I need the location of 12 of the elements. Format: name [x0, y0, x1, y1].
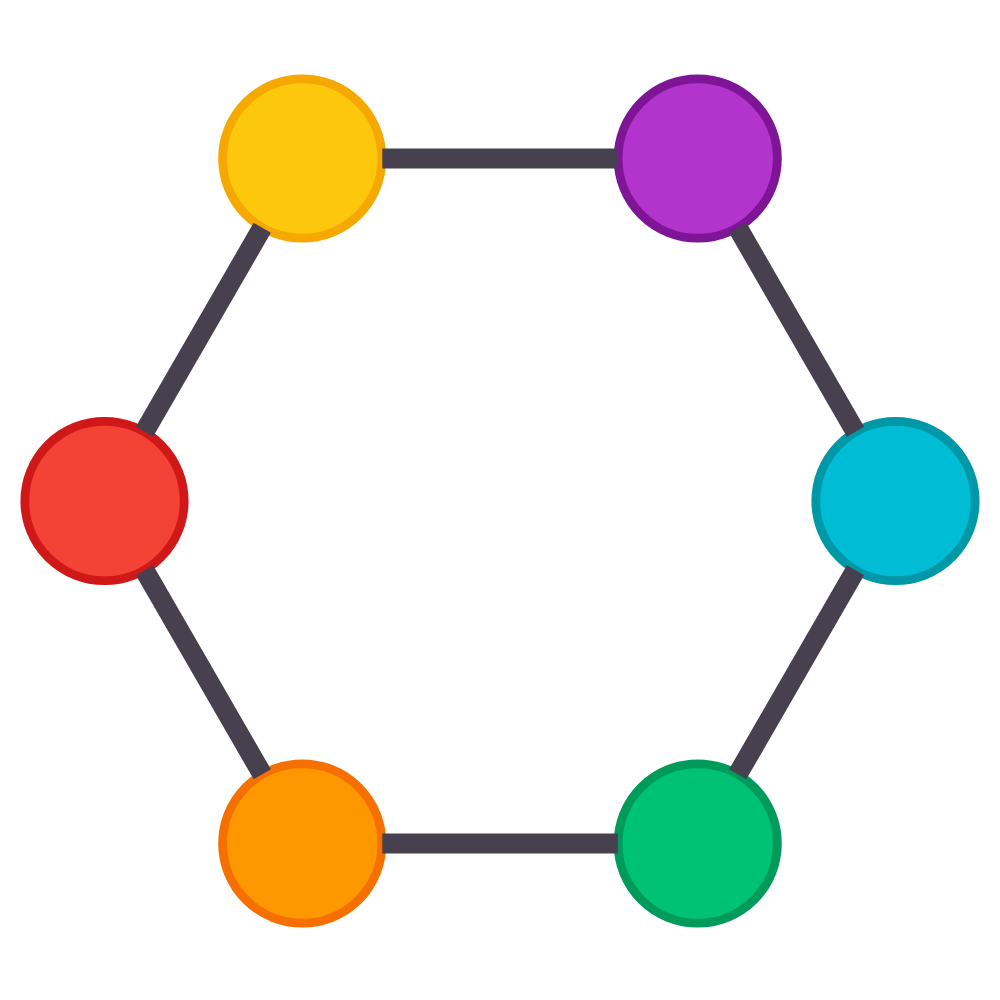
connector — [729, 221, 865, 436]
node-circle — [20, 415, 189, 585]
node-circle — [218, 758, 387, 927]
node-circle — [613, 758, 782, 927]
connector — [382, 832, 618, 853]
node-circle — [218, 73, 387, 242]
connector — [135, 564, 271, 779]
connector — [729, 564, 865, 779]
connector — [135, 221, 271, 436]
node-circle — [811, 415, 980, 585]
connector — [382, 147, 618, 168]
node-circle — [613, 73, 782, 242]
